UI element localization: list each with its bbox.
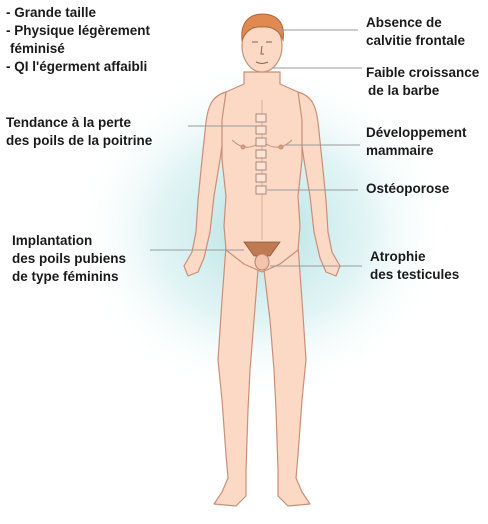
feature-item: féminisé [6,40,150,58]
spine-markers [256,114,266,194]
label-line: Ostéoporose [366,180,449,198]
label-calvitie: Absence de calvitie frontale [366,14,465,50]
label-line: des testicules [370,266,459,284]
label-line: Atrophie [370,248,459,266]
feature-item: - Physique légèrement [6,22,150,40]
label-line: Développement [366,124,467,142]
label-line: mammaire [366,142,467,160]
label-pubiens: Implantation des poils pubiens de type f… [12,232,126,286]
label-line: calvitie frontale [366,32,465,50]
label-line: Absence de [366,14,465,32]
label-barbe: Faible croissance de la barbe [366,64,479,100]
label-line: Faible croissance [366,64,479,82]
label-mammaire: Développement mammaire [366,124,467,160]
label-line: des poils pubiens [12,250,126,268]
label-osteoporose: Ostéoporose [366,180,449,198]
label-line: de type féminins [12,268,126,286]
features-list: - Grande taille - Physique légèrement fé… [6,4,150,76]
label-line: des poils de la poitrine [6,132,152,150]
label-line: de la barbe [366,82,479,100]
label-testicules: Atrophie des testicules [370,248,459,284]
label-line: Tendance à la perte [6,114,152,132]
genitals [255,254,269,270]
label-line: Implantation [12,232,126,250]
feature-item: - QI l'égerment affaibli [6,58,150,76]
feature-item: - Grande taille [6,4,150,22]
label-poitrine: Tendance à la perte des poils de la poit… [6,114,152,150]
